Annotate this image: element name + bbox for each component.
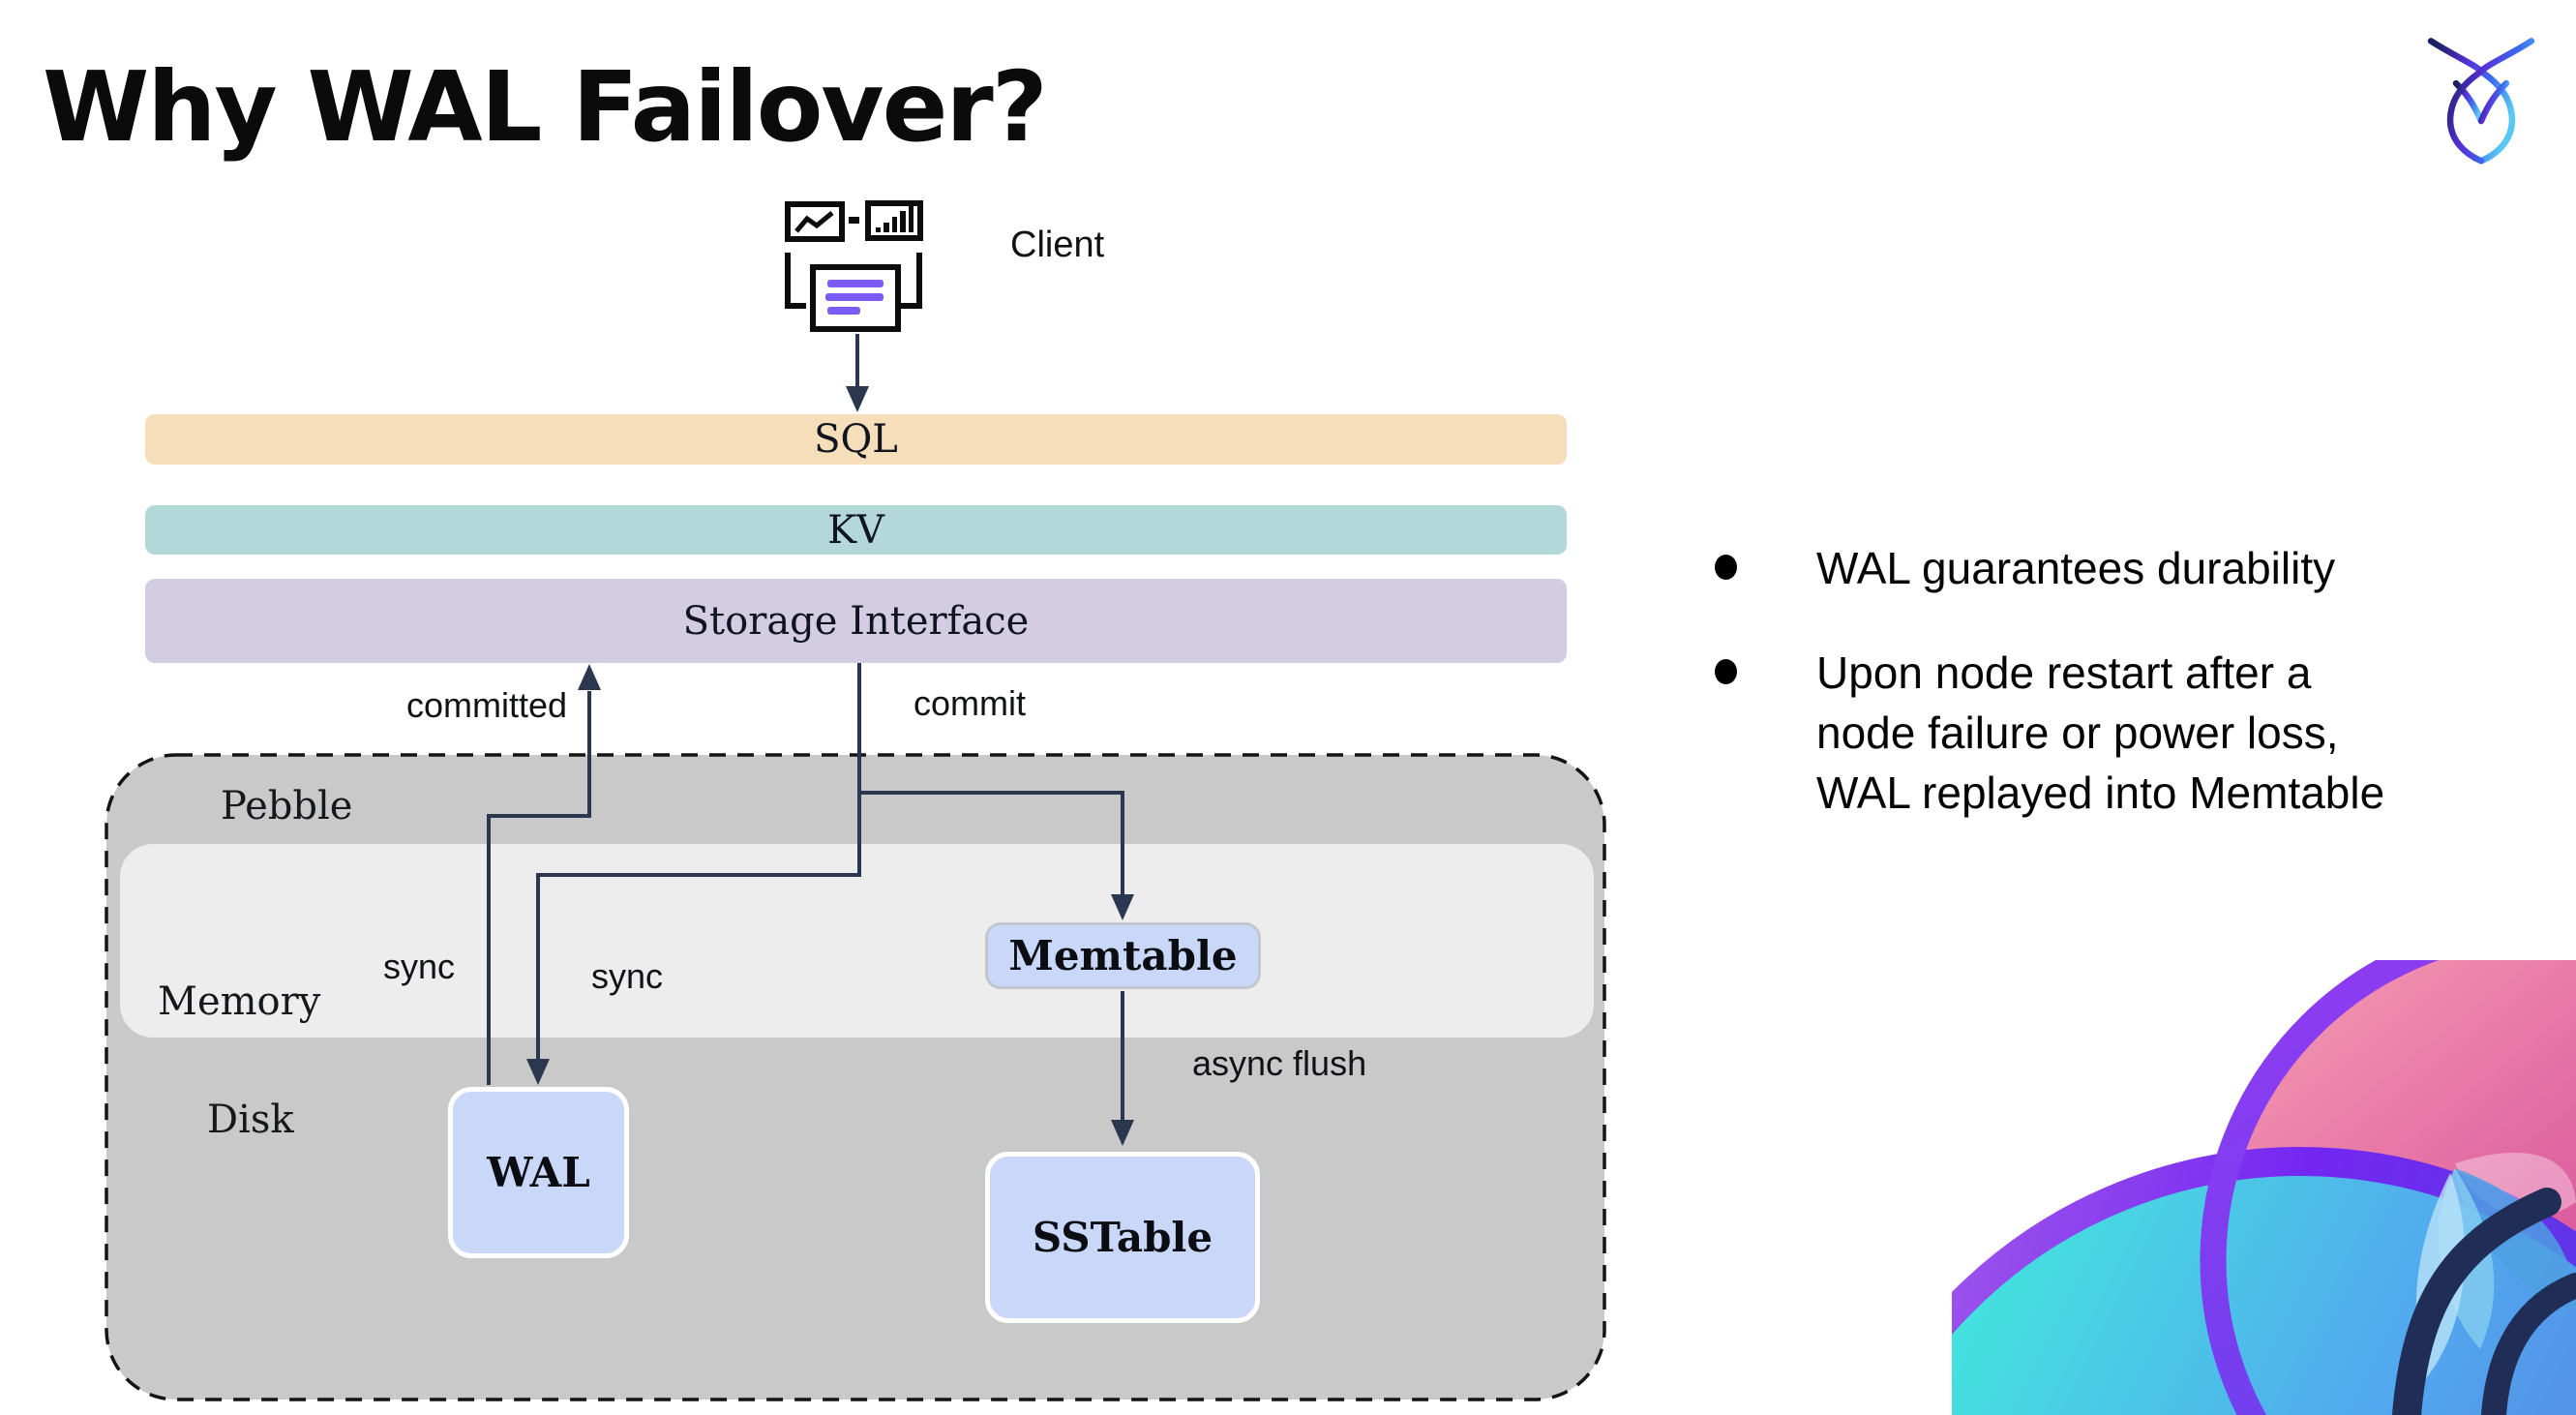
layer-storage-label: Storage Interface — [682, 598, 1030, 644]
layer-kv: KV — [145, 505, 1567, 555]
bullet-list: WAL guarantees durability Upon node rest… — [1715, 538, 2479, 867]
bullet-text: WAL guarantees durability — [1816, 543, 2336, 593]
layer-sql-label: SQL — [814, 417, 898, 462]
memory-zone — [120, 844, 1594, 1038]
edge-label-sync-right: sync — [591, 956, 664, 996]
cockroachdb-logo-icon — [2427, 38, 2535, 165]
client-terminal-icon — [769, 194, 934, 339]
bullet-dot-icon — [1715, 555, 1737, 580]
edge-label-committed: committed — [406, 685, 568, 725]
layer-sql: SQL — [145, 414, 1567, 465]
line-chart-icon — [785, 201, 845, 242]
memtable-label: Memtable — [1008, 932, 1238, 979]
disk-zone-label: Disk — [207, 1098, 294, 1142]
right-bracket-icon — [901, 253, 922, 309]
layer-kv-label: KV — [827, 507, 884, 553]
edge-label-async-flush: async flush — [1192, 1043, 1367, 1083]
bullet-dot-icon — [1715, 659, 1737, 684]
edge-label-commit: commit — [914, 683, 1026, 723]
sstable-label: SSTable — [1032, 1214, 1213, 1261]
left-bracket-icon — [785, 253, 806, 309]
sstable-node: SSTable — [985, 1152, 1260, 1323]
page-title: Why WAL Failover? — [43, 50, 1048, 164]
client-label: Client — [1010, 225, 1105, 265]
decorative-brand-art — [1952, 960, 2576, 1415]
pebble-title: Pebble — [221, 784, 353, 828]
icon-connector-dash — [849, 217, 859, 224]
bullet-text: Upon node restart after a node failure o… — [1816, 647, 2385, 818]
list-item: Upon node restart after a node failure o… — [1715, 643, 2479, 823]
wal-node: WAL — [448, 1087, 629, 1258]
memory-zone-label: Memory — [158, 979, 321, 1024]
wal-label: WAL — [487, 1149, 590, 1196]
document-icon — [810, 264, 901, 332]
list-item: WAL guarantees durability — [1715, 538, 2479, 598]
layer-storage-interface: Storage Interface — [145, 579, 1567, 663]
memtable-node: Memtable — [985, 922, 1261, 989]
bar-chart-icon — [865, 200, 923, 241]
edge-label-sync-left: sync — [383, 947, 456, 986]
